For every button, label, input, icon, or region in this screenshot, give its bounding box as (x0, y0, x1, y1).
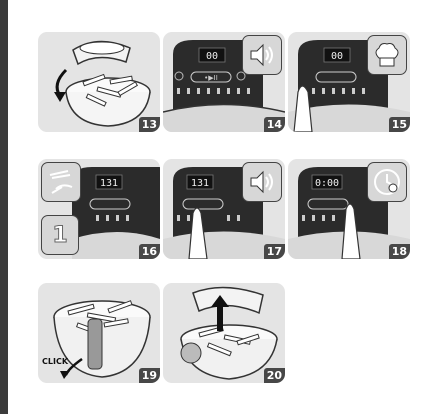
step-17-illustration: 131 17 (163, 159, 285, 259)
step-15-illustration: 00 15 (288, 32, 410, 132)
control-display: 131 (191, 178, 209, 189)
control-display: 00 (331, 51, 343, 62)
step-number: 14 (263, 117, 285, 132)
speaker-icon (242, 35, 282, 75)
control-display: 131 (100, 178, 118, 189)
badge-1: 1 (41, 215, 79, 255)
click-label: CLICK (42, 357, 69, 366)
timer-icon (367, 162, 407, 202)
step-20-illustration: 20 (163, 283, 285, 383)
step-number: 16 (138, 244, 160, 259)
badge-text: 1 (52, 222, 68, 248)
chef-hat-icon (367, 35, 407, 75)
step-19-illustration: CLICK 19 (38, 283, 160, 383)
step-number: 17 (263, 244, 285, 259)
step-16-illustration: 131 1 16 (38, 159, 160, 259)
page-edge-bar (0, 0, 8, 414)
control-display: 00 (206, 51, 218, 62)
step-number: 15 (388, 117, 410, 132)
control-display: 0:00 (315, 178, 339, 189)
step-number: 20 (263, 368, 285, 383)
step-14-illustration: 00 •▶II 14 (163, 32, 285, 132)
step-18-illustration: 0:00 18 (288, 159, 410, 259)
step-number: 19 (138, 368, 160, 383)
svg-text:•▶II: •▶II (204, 74, 218, 82)
step-number: 18 (388, 244, 410, 259)
step-number: 13 (138, 117, 160, 132)
step-13-illustration: 13 (38, 32, 160, 132)
food-category-icon (41, 162, 81, 202)
speaker-icon (242, 162, 282, 202)
